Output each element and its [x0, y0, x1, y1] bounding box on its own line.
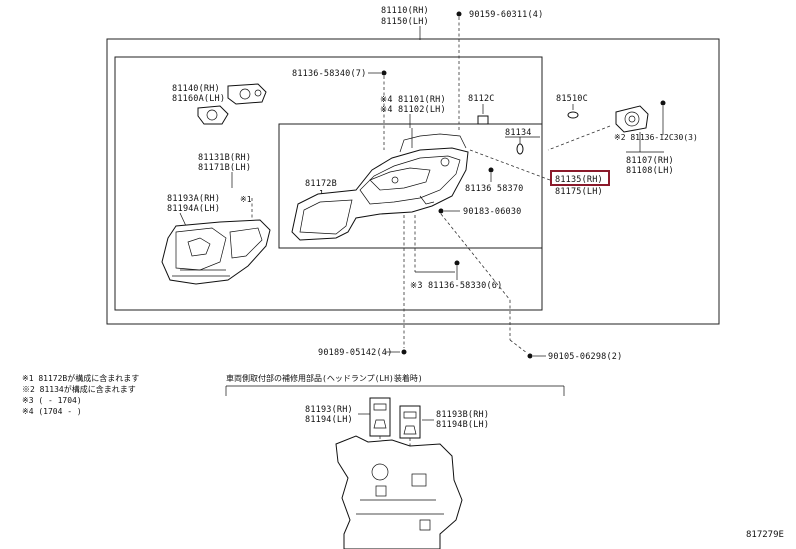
label-bracket-a-rh[interactable]: 81140(RH) — [172, 84, 220, 94]
label-gasket-lh[interactable]: 81194A(LH) — [167, 204, 220, 214]
note-2: ※2 81134が構成に含まれます — [22, 384, 136, 394]
part-8112c-icon — [477, 115, 489, 125]
label-target-lh[interactable]: 81175(LH) — [555, 187, 603, 197]
assembly-frame-outer — [106, 38, 720, 325]
label-cover-lh[interactable]: 81108(LH) — [626, 166, 674, 176]
lens-icon — [161, 219, 271, 285]
inset-clip-a-icon — [369, 397, 391, 437]
label-lens-rh[interactable]: 81131B(RH) — [198, 153, 251, 163]
label-note1-mark-b[interactable]: ※1 — [240, 195, 252, 204]
leader-gasket — [179, 212, 187, 227]
label-8112c[interactable]: 8112C — [468, 94, 495, 104]
label-top-lh[interactable]: 81150(LH) — [381, 17, 429, 27]
cover-icon — [615, 105, 649, 133]
screw-c-icon — [454, 260, 460, 266]
inset-clip-b-icon — [399, 405, 421, 439]
label-inset-rh-b[interactable]: 81193B(RH) — [436, 410, 489, 420]
bolt-bottom-a-icon — [401, 349, 407, 355]
label-housing-lh[interactable]: ※4 81102(LH) — [380, 105, 446, 115]
label-target-rh[interactable]: 81135(RH) — [555, 175, 603, 185]
part-81134-icon — [516, 143, 524, 155]
vehicle-panel-icon — [335, 435, 463, 549]
headlamp-housing-icon — [291, 128, 469, 241]
note-1: ※1 81172Bが構成に含まれます — [22, 373, 139, 383]
label-bolt-top[interactable]: 90159-60311(4) — [469, 10, 543, 20]
leader-bolt-bottom-b-dash2 — [509, 339, 528, 354]
bolt-top-icon — [456, 11, 462, 17]
label-note2-screw[interactable]: ※2 81136-12C30(3) — [614, 133, 698, 142]
label-inset-rh-a[interactable]: 81193(RH) — [305, 405, 353, 415]
leader-bolt-mid-dash — [440, 213, 511, 301]
label-bracket-a-lh[interactable]: 81160A(LH) — [172, 94, 225, 104]
screw-a-icon — [381, 70, 387, 76]
label-lens-lh[interactable]: 81171B(LH) — [198, 163, 251, 173]
leader-cover-dash — [547, 125, 611, 151]
bolt-bottom-b-icon — [527, 353, 533, 359]
label-screw-a[interactable]: 81136-58340(7) — [292, 69, 366, 79]
label-cover-rh[interactable]: 81107(RH) — [626, 156, 674, 166]
note-4: ※4 (1704 - ) — [22, 407, 82, 416]
leader-target — [469, 149, 551, 181]
label-inset-lh-b[interactable]: 81194B(LH) — [436, 420, 489, 430]
label-bolt-bottom-b[interactable]: 90105-06298(2) — [548, 352, 622, 362]
label-housing-rh[interactable]: ※4 81101(RH) — [380, 95, 446, 105]
label-81510c[interactable]: 81510C — [556, 94, 588, 104]
label-screw-b[interactable]: 81136 58370 — [465, 184, 524, 194]
label-81134[interactable]: 81134 — [505, 128, 532, 138]
label-gasket-rh[interactable]: 81193A(RH) — [167, 194, 220, 204]
screw-cover-icon — [660, 100, 666, 106]
label-bolt-bottom-a[interactable]: 90189-05142(4) — [318, 348, 392, 358]
bolt-mid-icon — [438, 208, 444, 214]
label-inset-lh-a[interactable]: 81194(LH) — [305, 415, 353, 425]
part-81510c-icon — [567, 111, 579, 119]
bracket-a-icon — [197, 83, 267, 125]
highlight-box — [550, 170, 610, 186]
label-top-rh[interactable]: 81110(RH) — [381, 6, 429, 16]
screw-b-icon — [488, 167, 494, 173]
figure-id: 817279E — [746, 530, 784, 540]
inset-title: 車両側取付部の補修用部品(ヘッドランプ(LH)装着時) — [226, 373, 423, 383]
label-screw-c[interactable]: ※3 81136-58330(6) — [410, 281, 502, 291]
note-3: ※3 ( - 1704) — [22, 396, 82, 405]
label-81172b[interactable]: 81172B — [305, 179, 337, 189]
housing-subframe — [278, 123, 543, 249]
label-bolt-mid[interactable]: 90183-06030 — [463, 207, 522, 217]
